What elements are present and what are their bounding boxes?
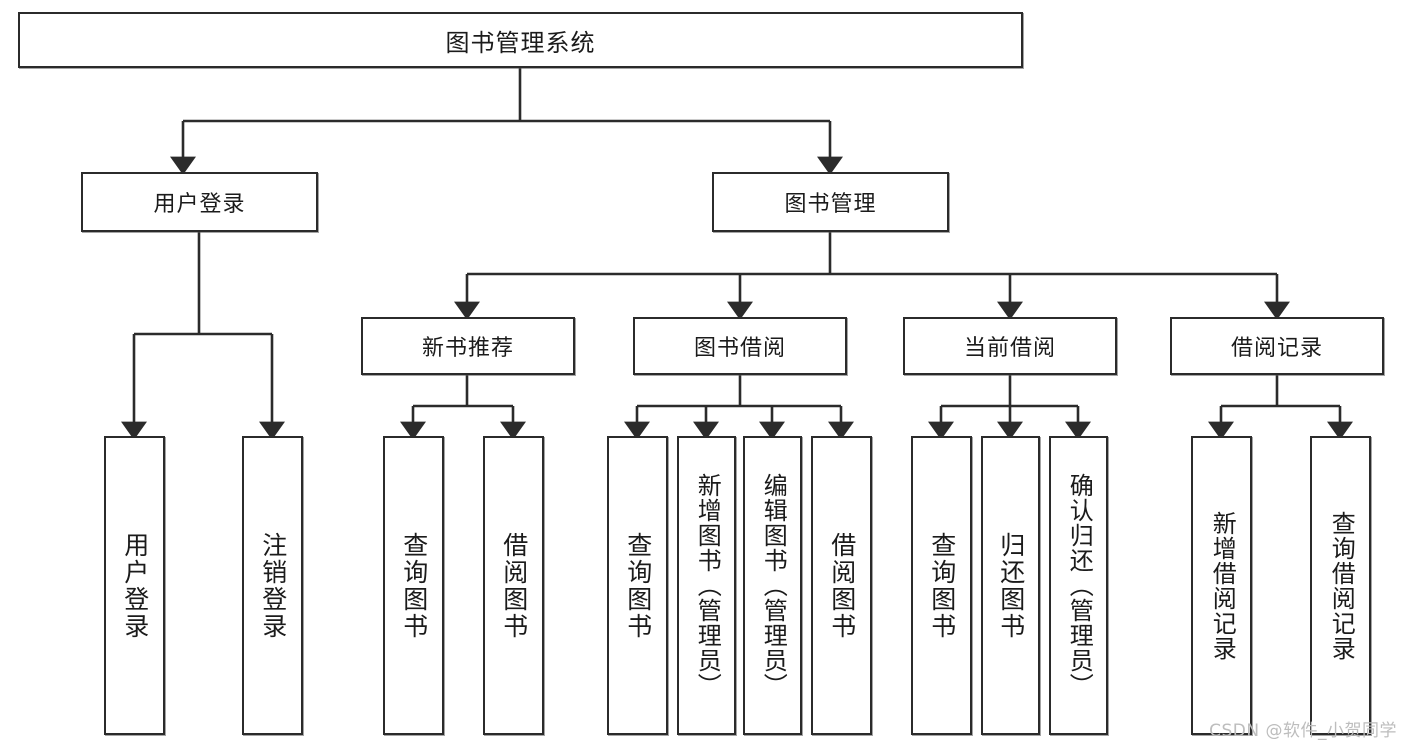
- node-label: 新增图书（管理员）: [693, 473, 722, 698]
- leaf-current-borrow-query[interactable]: 查询图书: [911, 436, 972, 735]
- leaf-user-login-logout[interactable]: 注销登录: [242, 436, 303, 735]
- leaf-user-login-login[interactable]: 用户登录: [104, 436, 165, 735]
- leaf-new-book-borrow[interactable]: 借阅图书: [483, 436, 544, 735]
- node-book-borrow[interactable]: 图书借阅: [633, 317, 847, 375]
- node-label: 查询图书: [623, 531, 653, 640]
- leaf-new-book-query[interactable]: 查询图书: [383, 436, 444, 735]
- leaf-current-borrow-return[interactable]: 归还图书: [981, 436, 1040, 735]
- node-label: 查询图书: [399, 531, 429, 640]
- leaf-book-borrow-edit-admin[interactable]: 编辑图书（管理员）: [743, 436, 802, 735]
- node-root-system[interactable]: 图书管理系统: [18, 12, 1023, 68]
- node-label: 注销登录: [258, 531, 288, 640]
- leaf-book-borrow-query[interactable]: 查询图书: [607, 436, 668, 735]
- node-label: 用户登录: [120, 531, 150, 640]
- node-label: 图书管理系统: [445, 28, 596, 57]
- node-label: 新增借阅记录: [1208, 510, 1237, 661]
- node-label: 编辑图书（管理员）: [759, 473, 788, 698]
- node-label: 归还图书: [996, 531, 1026, 640]
- node-book-management[interactable]: 图书管理: [712, 172, 949, 232]
- node-label: 图书借阅: [693, 336, 786, 361]
- node-label: 确认归还（管理员）: [1065, 473, 1094, 698]
- node-label: 当前借阅: [963, 336, 1056, 361]
- node-label: 用户登录: [153, 192, 246, 217]
- watermark-text: CSDN @软件_小贺同学: [1209, 721, 1397, 741]
- node-new-book-recommend[interactable]: 新书推荐: [361, 317, 575, 375]
- leaf-current-borrow-confirm-admin[interactable]: 确认归还（管理员）: [1049, 436, 1108, 735]
- node-label: 查询借阅记录: [1327, 510, 1356, 661]
- node-label: 新书推荐: [421, 336, 514, 361]
- node-current-borrow[interactable]: 当前借阅: [903, 317, 1117, 375]
- leaf-book-borrow-add-admin[interactable]: 新增图书（管理员）: [677, 436, 736, 735]
- node-user-login[interactable]: 用户登录: [81, 172, 318, 232]
- node-label: 借阅记录: [1230, 336, 1323, 361]
- leaf-borrow-record-add[interactable]: 新增借阅记录: [1191, 436, 1252, 735]
- node-label: 借阅图书: [499, 531, 529, 640]
- leaf-book-borrow-borrow[interactable]: 借阅图书: [811, 436, 872, 735]
- node-label: 借阅图书: [827, 531, 857, 640]
- node-label: 查询图书: [927, 531, 957, 640]
- node-borrow-record[interactable]: 借阅记录: [1170, 317, 1384, 375]
- node-label: 图书管理: [784, 192, 877, 217]
- leaf-borrow-record-query[interactable]: 查询借阅记录: [1310, 436, 1371, 735]
